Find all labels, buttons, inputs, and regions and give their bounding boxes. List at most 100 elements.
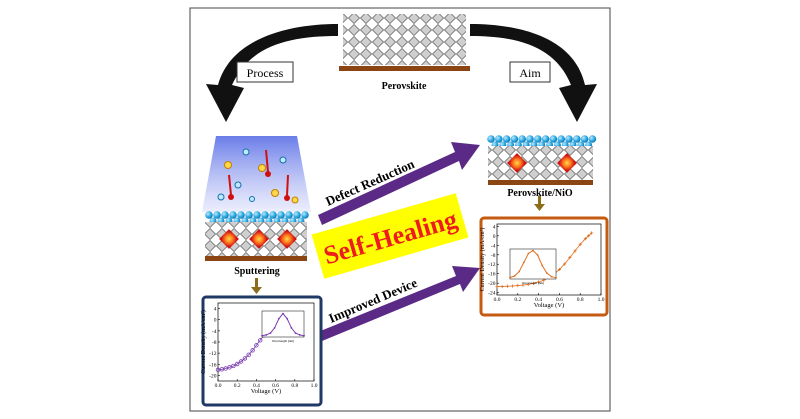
data-point xyxy=(495,285,499,289)
y-tick-label: -8 xyxy=(212,340,217,346)
x-tick-label: 0.8 xyxy=(291,383,298,389)
nio-sphere xyxy=(549,135,558,143)
y-tick-label: 0 xyxy=(214,318,217,324)
perovskite-crystal-top xyxy=(339,14,470,71)
substrate-right xyxy=(488,180,593,185)
defect-markers-left xyxy=(219,229,297,249)
sputtering-label: Sputtering xyxy=(234,266,280,277)
y-axis-label: Current Density (mA/cm²) xyxy=(200,310,207,374)
data-point xyxy=(531,281,535,286)
inset-point xyxy=(269,332,272,334)
process-box: Process xyxy=(236,61,294,83)
data-point xyxy=(563,262,567,266)
inset-x-label: Wavelength (nm) xyxy=(272,339,294,343)
inset-point xyxy=(294,332,297,334)
data-point xyxy=(219,367,225,372)
y-tick-label: -20 xyxy=(488,281,496,287)
nio-sphere xyxy=(277,211,285,219)
x-tick-label: 0.2 xyxy=(514,297,521,303)
data-point xyxy=(500,284,504,289)
sputtering-illustration xyxy=(202,136,311,261)
nio-sphere xyxy=(573,135,581,143)
data-point xyxy=(590,231,594,235)
y-tick-label: -12 xyxy=(488,262,496,268)
data-point xyxy=(246,352,251,358)
data-point xyxy=(250,348,255,353)
x-tick-label: 0.6 xyxy=(272,383,279,389)
curved-arrow-right xyxy=(470,24,597,122)
inset-point xyxy=(273,327,276,329)
plot-axes xyxy=(496,223,602,296)
nio-sphere xyxy=(487,135,495,143)
inset-point xyxy=(527,252,530,255)
perovskite-nio-label: Perovskite/NiO xyxy=(507,188,573,199)
inset-point xyxy=(518,270,521,273)
data-point xyxy=(573,249,577,253)
data-point xyxy=(254,343,259,348)
inset-point xyxy=(532,249,534,252)
x-tick-label: 0.4 xyxy=(535,297,542,303)
data-point xyxy=(238,359,244,364)
x-tick-label: 0.4 xyxy=(253,383,260,389)
y-tick-label: -16 xyxy=(209,362,217,368)
nio-sphere xyxy=(510,135,519,143)
data-point xyxy=(526,282,530,286)
inset-point xyxy=(509,276,511,279)
arrow-improved-device xyxy=(318,266,480,341)
nio-sphere xyxy=(588,135,597,143)
process-label: Process xyxy=(247,66,284,80)
x-tick-label: 1.0 xyxy=(311,383,318,389)
inset-point xyxy=(303,334,305,337)
y-tick-label: -4 xyxy=(491,243,496,249)
x-tick-label: 0.8 xyxy=(577,297,584,303)
nio-sphere xyxy=(557,135,565,143)
arrow-defect-reduction xyxy=(318,142,480,225)
perovskite-label: Perovskite xyxy=(382,81,427,92)
data-point xyxy=(227,365,232,370)
inset-point xyxy=(290,327,293,329)
nio-sphere xyxy=(237,211,245,219)
nio-sphere xyxy=(229,211,237,219)
down-arrow-right xyxy=(534,196,545,211)
down-arrow-left xyxy=(251,278,262,294)
data-point xyxy=(223,366,228,371)
outer-frame xyxy=(189,7,611,412)
nio-sphere xyxy=(205,211,213,219)
inset-point xyxy=(536,254,539,256)
x-tick-label: 0.2 xyxy=(234,383,241,389)
y-tick-label: -20 xyxy=(209,373,217,379)
inset-x-label: Wavelength (nm) xyxy=(522,281,544,285)
nio-sphere xyxy=(269,211,277,219)
x-tick-label: 0.0 xyxy=(494,297,501,303)
y-tick-label: 4 xyxy=(493,224,496,230)
nio-sphere xyxy=(580,135,589,143)
data-point xyxy=(258,338,263,343)
data-point xyxy=(586,234,591,238)
data-point xyxy=(505,284,509,288)
x-tick-label: 1.0 xyxy=(598,297,605,303)
nio-sphere xyxy=(301,211,309,219)
data-point xyxy=(234,361,240,367)
nio-sphere xyxy=(495,135,503,143)
perovskite-layer-right xyxy=(488,146,593,180)
data-point xyxy=(516,283,520,288)
inset-point xyxy=(513,275,516,277)
data-point xyxy=(557,267,561,272)
sputter-particles xyxy=(217,148,299,204)
aim-box: Aim xyxy=(509,61,551,83)
y-tick-label: -8 xyxy=(491,253,496,259)
inset-point xyxy=(522,261,525,264)
inset-point xyxy=(298,334,301,336)
nio-sphere xyxy=(502,135,511,143)
x-axis-label: Voltage (V) xyxy=(534,302,564,309)
x-axis-label: Voltage (V) xyxy=(251,388,281,395)
data-point xyxy=(521,283,525,287)
data-point xyxy=(583,237,587,241)
substrate-left xyxy=(205,256,307,261)
inset-point xyxy=(277,317,280,320)
inset-point xyxy=(555,276,557,279)
nio-sphere xyxy=(221,211,229,219)
curved-arrow-left xyxy=(206,24,338,122)
data-point xyxy=(242,356,248,361)
